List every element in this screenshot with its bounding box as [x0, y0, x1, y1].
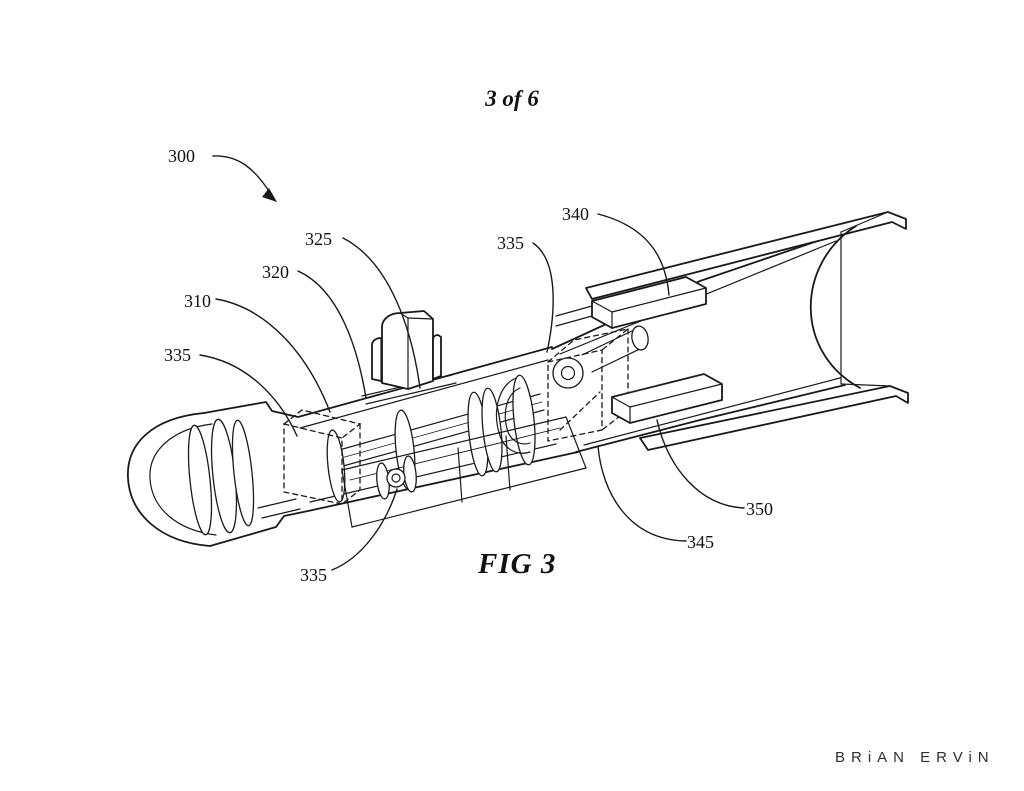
ref-label-310: 310	[184, 291, 211, 311]
leader-lines-group	[199, 155, 745, 571]
prism-cube-group	[547, 325, 649, 442]
ref-label-325: 325	[305, 229, 332, 249]
ref-label-350: 350	[746, 499, 773, 519]
rear-shell-group	[551, 211, 909, 453]
leader-335-bottom	[331, 488, 398, 571]
leader-300	[212, 155, 273, 197]
figure-caption: FIG 3	[478, 548, 557, 580]
leader-335-left	[199, 354, 298, 437]
ref-label-335-left: 335	[164, 345, 191, 365]
leader-345	[597, 445, 687, 542]
ref-label-340: 340	[562, 204, 589, 224]
bottom-channel-group	[341, 416, 587, 528]
main-tube-group	[299, 359, 557, 503]
leader-350	[656, 419, 745, 509]
leader-340	[597, 213, 670, 296]
sheet-index-label: 3 of 6	[485, 86, 539, 111]
front-dashed-cube	[283, 409, 362, 505]
ref-label-345: 345	[687, 532, 714, 552]
turret-block-group	[361, 310, 457, 405]
author-signature: BRiAN ERViN	[835, 749, 995, 766]
leader-335-top	[532, 242, 554, 353]
objective-bell-group	[127, 346, 579, 547]
leader-325	[342, 237, 421, 389]
leader-320	[297, 270, 367, 399]
ref-label-320: 320	[262, 262, 289, 282]
rails-group	[555, 276, 723, 424]
ref-label-300: 300	[168, 146, 195, 166]
arrowhead-300	[262, 188, 277, 202]
leader-310	[215, 298, 331, 413]
ref-label-335-top: 335	[497, 233, 524, 253]
ref-label-335-bottom: 335	[300, 565, 327, 585]
